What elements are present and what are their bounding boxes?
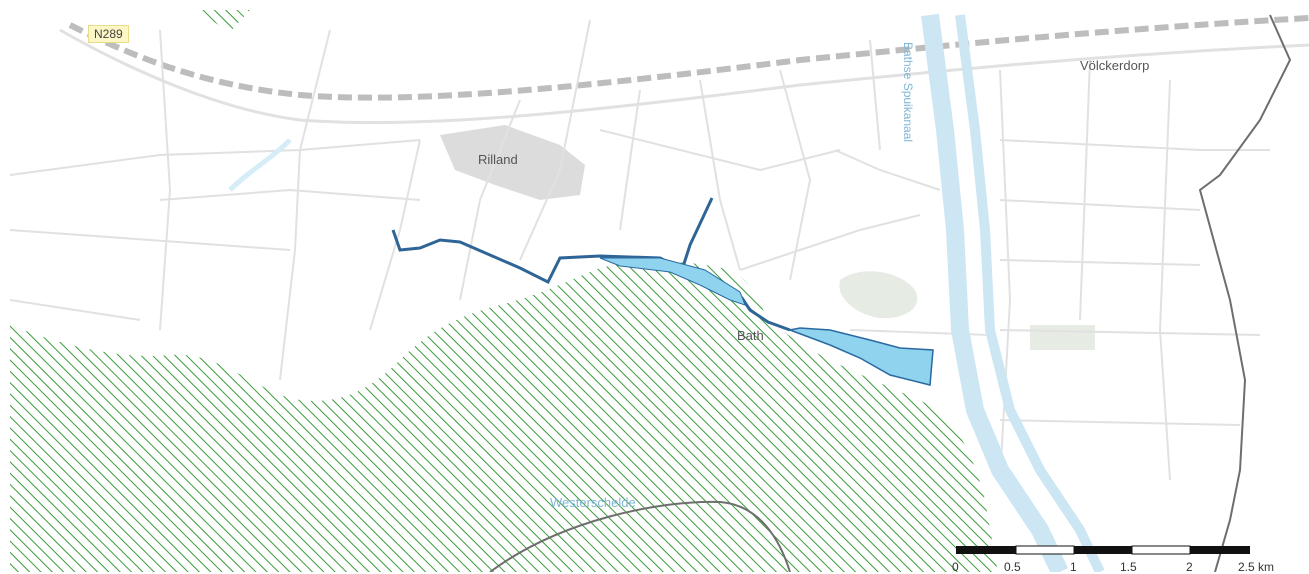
place-label-volckerdorp: Völckerdorp xyxy=(1080,58,1150,73)
route-branch[interactable] xyxy=(680,197,714,271)
place-label-rilland: Rilland xyxy=(478,152,518,167)
built-area-rilland xyxy=(440,125,585,200)
canal-bathse-spuikanaal xyxy=(921,13,1069,572)
stream xyxy=(228,138,292,192)
place-label-bath: Bath xyxy=(737,328,764,343)
railway xyxy=(68,15,1309,101)
nature-reserve-area xyxy=(10,261,998,572)
canal-parallel xyxy=(955,14,1105,572)
nature-reserve-top xyxy=(195,10,250,32)
scale-tick-2: 2 xyxy=(1186,560,1193,574)
built-area-east xyxy=(1030,325,1095,350)
scale-tick-1-5: 1.5 xyxy=(1120,560,1137,574)
harbour-bath xyxy=(787,327,934,386)
road-n289-main xyxy=(59,28,1309,125)
scale-tick-0: 0 xyxy=(952,560,959,574)
scale-bar-labels: 0 0.5 1 1.5 2 2.5 km xyxy=(952,546,1286,574)
water-label-canal: Bathse Spuikanaal xyxy=(901,42,915,143)
road-network xyxy=(9,19,1270,481)
scale-tick-2-5-km: 2.5 km xyxy=(1238,560,1275,574)
scale-tick-0-5: 0.5 xyxy=(1004,560,1021,574)
road-label-n289: N289 xyxy=(88,25,129,43)
built-area-industrial xyxy=(839,271,918,319)
scale-tick-1: 1 xyxy=(1070,560,1077,574)
shipping-lane xyxy=(489,500,791,572)
scale-bar xyxy=(956,545,1250,555)
channel-water xyxy=(599,257,746,306)
water-label-estuary: Westerschelde xyxy=(550,495,636,510)
national-border xyxy=(1198,14,1292,572)
